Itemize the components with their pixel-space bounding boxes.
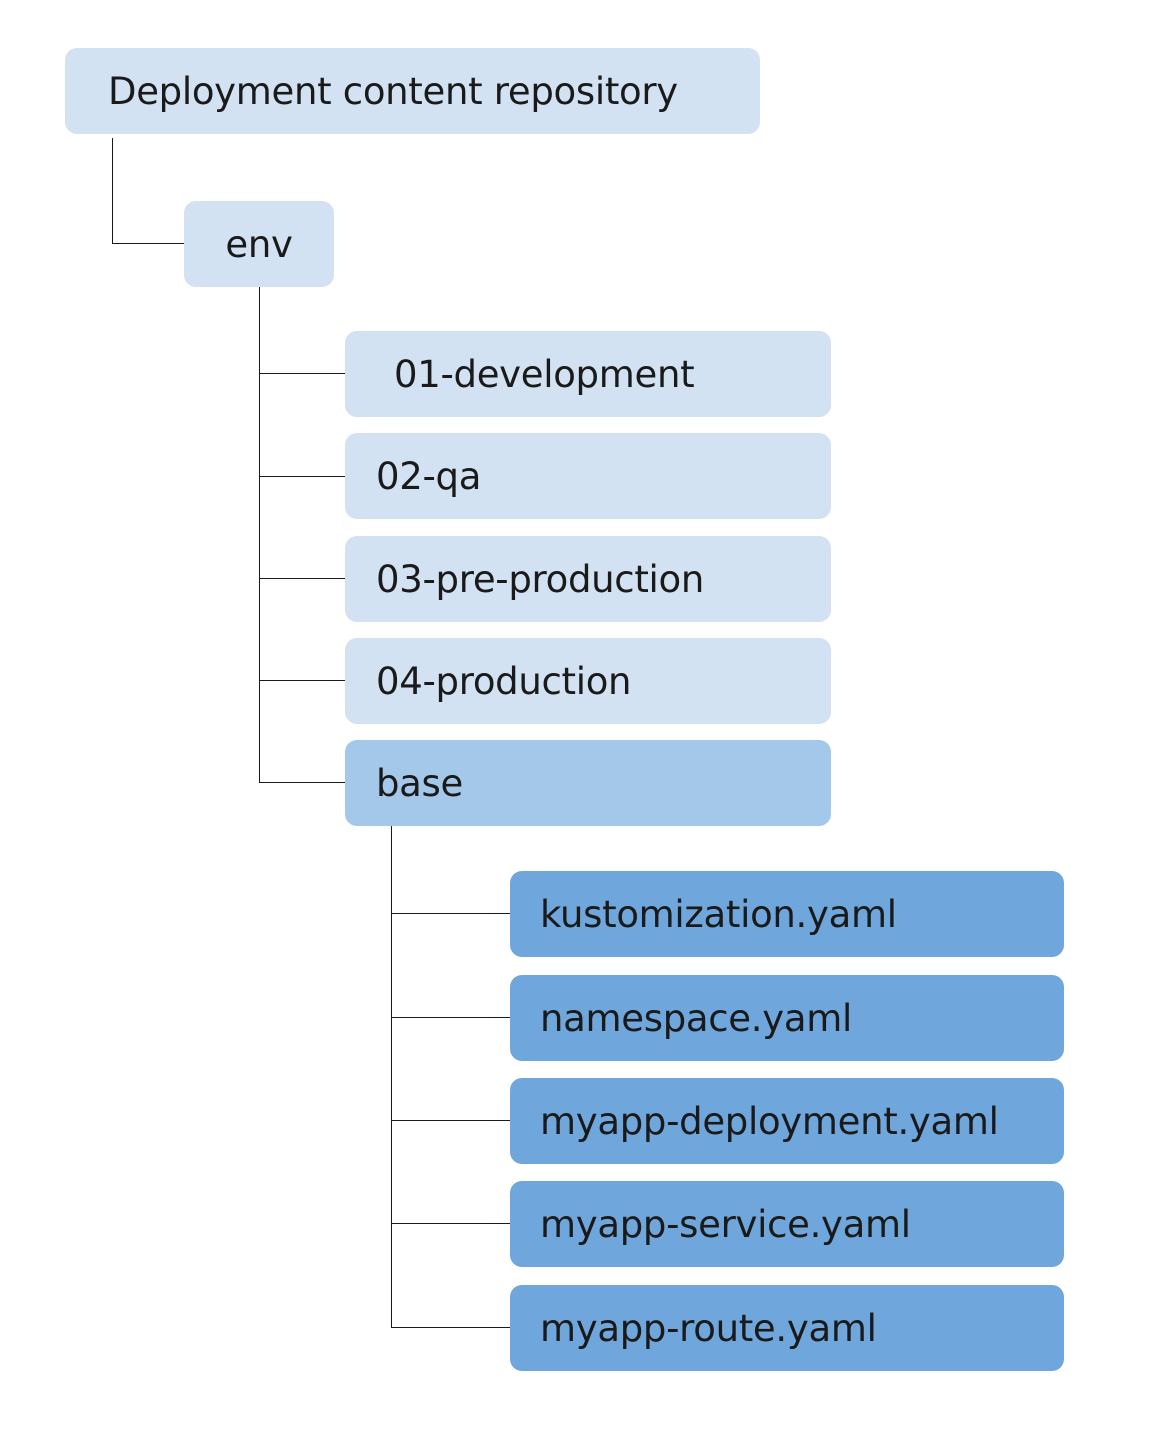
connector-root-to-env-horizontal [112,243,184,244]
connector-base-to-myapp-route [391,1327,510,1328]
connector-base-to-namespace [391,1017,510,1018]
connector-base-to-kustomization [391,913,510,914]
connector-base-trunk [391,826,392,1328]
connector-base-to-myapp-deployment [391,1120,510,1121]
file-node-myapp-service: myapp-service.yaml [510,1181,1064,1267]
base-folder-label: base [376,761,464,805]
file-node-kustomization: kustomization.yaml [510,871,1064,957]
environment-node-02-qa: 02-qa [345,433,831,519]
file-label: myapp-service.yaml [540,1202,911,1246]
environment-label: 03-pre-production [376,557,705,601]
connector-env-trunk [259,287,260,783]
base-folder-node: base [345,740,831,826]
file-node-myapp-route: myapp-route.yaml [510,1285,1064,1371]
environment-label: 01-development [394,352,695,396]
environment-node-03-pre-production: 03-pre-production [345,536,831,622]
environment-node-04-production: 04-production [345,638,831,724]
env-folder-node: env [184,201,334,287]
root-folder-label: Deployment content repository [108,69,678,113]
root-folder-node: Deployment content repository [65,48,760,134]
file-label: myapp-route.yaml [540,1306,877,1350]
file-node-myapp-deployment: myapp-deployment.yaml [510,1078,1064,1164]
connector-env-to-04-production [259,680,345,681]
env-folder-label: env [225,222,293,266]
environment-node-01-development: 01-development [345,331,831,417]
file-node-namespace: namespace.yaml [510,975,1064,1061]
file-label: namespace.yaml [540,996,852,1040]
environment-label: 04-production [376,659,632,703]
connector-env-to-02-qa [259,476,345,477]
connector-env-to-01-development [259,373,345,374]
connector-env-to-03-pre-production [259,578,345,579]
environment-label: 02-qa [376,454,482,498]
file-label: myapp-deployment.yaml [540,1099,999,1143]
connector-base-to-myapp-service [391,1223,510,1224]
connector-root-to-env-vertical [112,138,113,244]
file-label: kustomization.yaml [540,892,897,936]
connector-env-to-base [259,782,345,783]
